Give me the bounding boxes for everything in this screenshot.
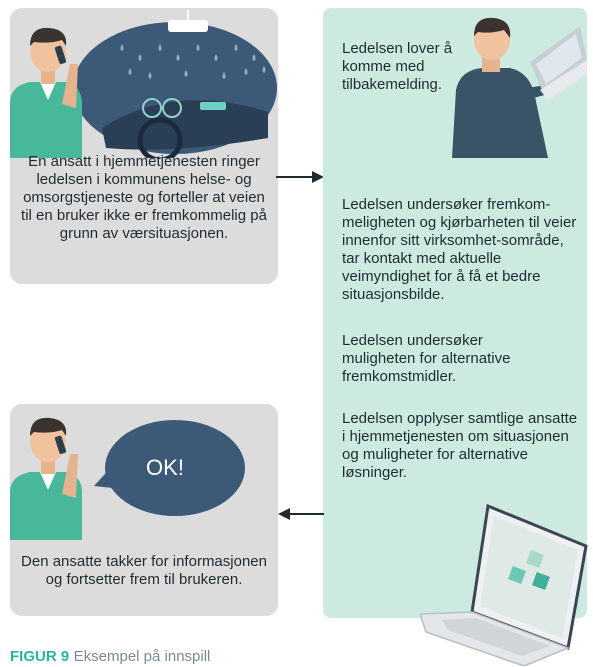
steering-wheel-icon — [137, 117, 183, 158]
manager-at-laptop-illustration — [452, 17, 587, 158]
gauge-icon — [142, 98, 162, 118]
phone-call-car-rain-illustration — [10, 10, 277, 158]
figure-caption: FIGUR 9 Eksempel på innspill — [10, 648, 210, 666]
laptop-icon — [530, 26, 587, 100]
raindrops-icon — [120, 44, 266, 79]
rearview-mirror-icon — [168, 20, 208, 32]
ok-bubble-text: OK! — [146, 455, 184, 480]
ok-speech-bubble — [105, 420, 245, 516]
step4-text: Ledelsen undersøker muligheten for alter… — [342, 332, 511, 385]
person-on-phone-icon — [10, 27, 82, 158]
step1-text: En ansatt i hjemmetjenesten ringer ledel… — [21, 153, 267, 242]
puzzle-pieces-icon — [508, 550, 550, 590]
arrow-right-icon — [276, 171, 324, 183]
open-laptop-illustration — [420, 503, 588, 666]
figure-caption-label: FIGUR 9 — [10, 648, 70, 665]
step5-text: Ledelsen opplyser samtlige ansatte i hje… — [342, 410, 578, 481]
step6-text: Den ansatte takker for informasjonen og … — [21, 553, 267, 588]
step2-text: Ledelsen lover å komme med tilbakemeldin… — [342, 40, 453, 93]
phone-call-ok-illustration — [10, 417, 245, 540]
figure-caption-text: Eksempel på innspill — [73, 648, 211, 665]
manager-icon — [452, 17, 556, 158]
arrow-left-icon — [278, 508, 324, 520]
person-on-phone-icon — [10, 417, 82, 540]
step3-text: Ledelsen undersøker fremkom-meligheten o… — [342, 196, 577, 303]
